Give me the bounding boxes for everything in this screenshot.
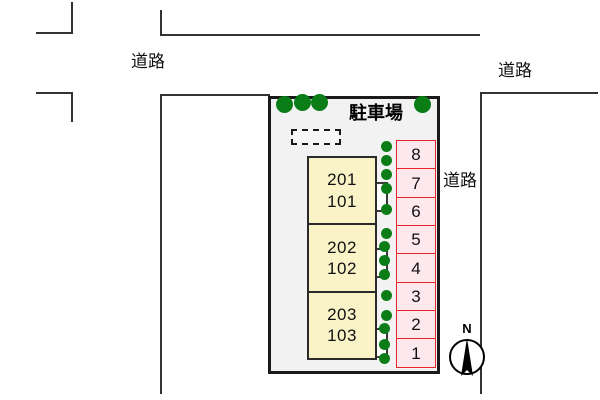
stall-number: 8 <box>411 145 421 165</box>
stall-number: 3 <box>411 286 421 306</box>
road-label-east: 道路 <box>443 171 477 190</box>
stall-marker-9 <box>379 269 390 280</box>
road-line-r-v <box>480 92 482 394</box>
road-line-mc-h <box>160 94 270 96</box>
compass-north-label: N <box>462 321 472 336</box>
unit-label-upper: 201 <box>327 170 357 190</box>
road-line-tl-h <box>36 32 73 34</box>
stall-marker-10 <box>381 290 392 301</box>
compass-rose: N <box>447 322 487 378</box>
tree-icon-1 <box>276 96 293 113</box>
stall-number: 6 <box>411 202 421 222</box>
bicycle-parking-area <box>291 129 341 145</box>
unit-label-lower: 103 <box>327 326 357 346</box>
stall-number: 1 <box>411 343 421 363</box>
stall-marker-6 <box>381 228 392 239</box>
parking-lot-title: 駐車場 <box>349 103 403 123</box>
parking-stall-7[interactable]: 7 <box>396 168 436 199</box>
tree-icon-2 <box>294 94 311 111</box>
road-line-r-h <box>480 92 598 94</box>
parking-stall-8[interactable]: 8 <box>396 140 436 170</box>
stall-marker-12 <box>379 323 390 334</box>
road-line-mc-v <box>160 94 162 394</box>
stall-marker-7 <box>379 241 390 252</box>
stall-number: 4 <box>411 258 421 278</box>
stall-marker-3 <box>381 169 392 180</box>
stall-number: 2 <box>411 315 421 335</box>
road-label-top-right: 道路 <box>498 61 532 80</box>
road-label-top-left: 道路 <box>131 52 165 71</box>
stall-marker-8 <box>379 255 390 266</box>
road-line-tc-v <box>160 10 162 36</box>
stall-number: 7 <box>411 173 421 193</box>
stall-marker-4 <box>381 183 392 194</box>
stall-marker-13 <box>379 339 390 350</box>
stall-number: 5 <box>411 230 421 250</box>
parking-stall-1[interactable]: 1 <box>396 338 436 368</box>
unit-label-lower: 101 <box>327 191 357 211</box>
parking-stall-6[interactable]: 6 <box>396 196 436 227</box>
parking-stall-group: 8 7 6 5 4 3 2 1 <box>396 140 436 368</box>
unit-label-upper: 203 <box>327 305 357 325</box>
stall-marker-2 <box>381 155 392 166</box>
road-line-tc-h <box>160 34 480 36</box>
parking-stall-2[interactable]: 2 <box>396 309 436 340</box>
tree-icon-3 <box>311 94 328 111</box>
parking-stall-4[interactable]: 4 <box>396 253 436 284</box>
road-line-ml-v <box>71 92 73 122</box>
stall-marker-11 <box>381 310 392 321</box>
unit-label-upper: 202 <box>327 237 357 257</box>
tree-icon-4 <box>414 96 431 113</box>
road-line-tl-v <box>71 2 73 34</box>
unit-label-lower: 102 <box>327 258 357 278</box>
compass-needle-icon <box>449 338 485 376</box>
stall-marker-14 <box>379 353 390 364</box>
parking-stall-5[interactable]: 5 <box>396 224 436 255</box>
road-line-ml-h <box>36 92 73 94</box>
stall-marker-5 <box>381 204 392 215</box>
stall-marker-1 <box>381 141 392 152</box>
parking-stall-3[interactable]: 3 <box>396 281 436 312</box>
